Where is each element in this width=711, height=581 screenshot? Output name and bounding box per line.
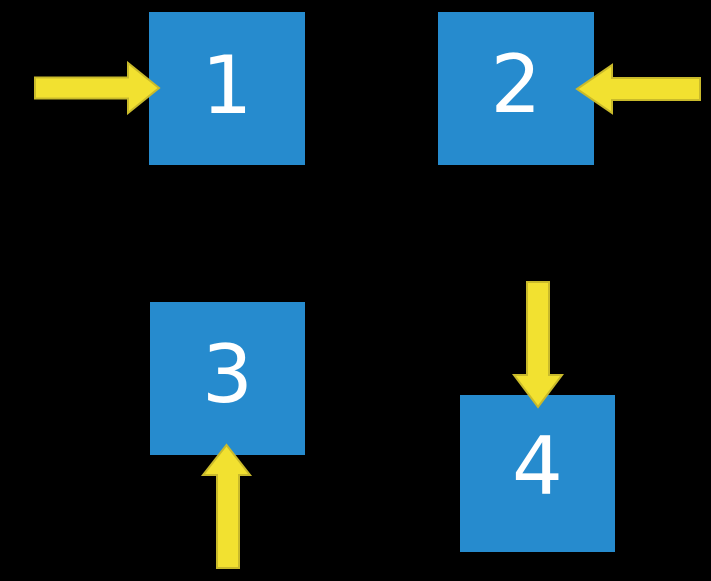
arrow-left-icon bbox=[575, 63, 701, 115]
box-2 bbox=[438, 12, 594, 165]
arrow-down-icon bbox=[512, 281, 564, 409]
box-1-label: 1 bbox=[202, 39, 253, 132]
arrow-up-icon bbox=[200, 443, 253, 569]
box-1 bbox=[149, 12, 305, 165]
box-2-group: 2 bbox=[438, 12, 701, 165]
box-4-group: 4 bbox=[460, 281, 615, 552]
box-3-group: 3 bbox=[150, 302, 305, 569]
arrow-right-icon bbox=[34, 60, 161, 116]
box-3 bbox=[150, 302, 305, 455]
box-1-group: 1 bbox=[34, 12, 305, 165]
box-3-label: 3 bbox=[202, 328, 253, 421]
box-2-label: 2 bbox=[491, 38, 542, 131]
box-4 bbox=[460, 395, 615, 552]
box-4-label: 4 bbox=[512, 420, 563, 513]
